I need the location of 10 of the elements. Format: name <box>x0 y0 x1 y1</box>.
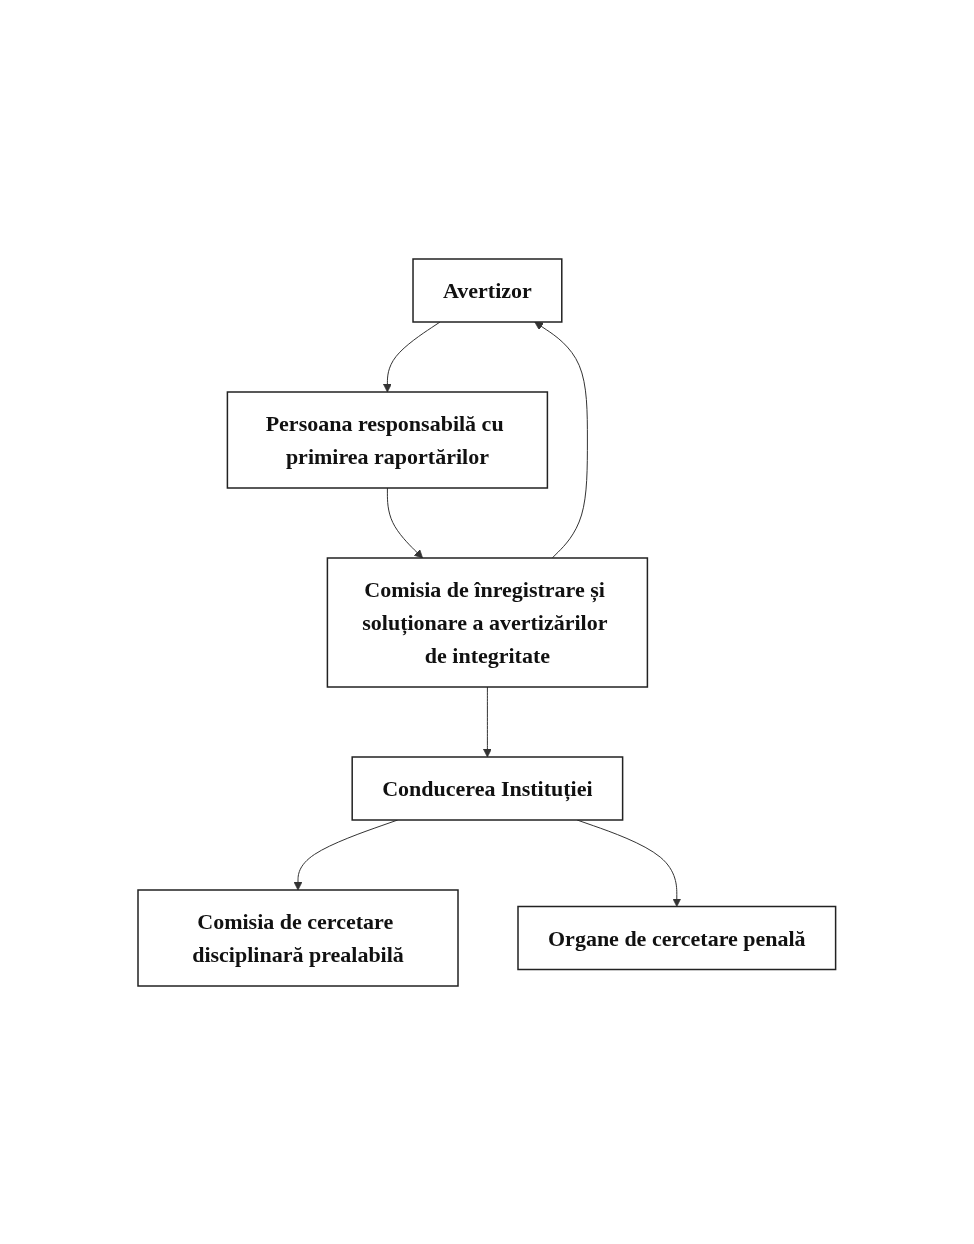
arrow <box>387 487 424 558</box>
node-box: Comisia de cercetare disciplinară prealabilă <box>137 888 459 987</box>
node-box: Comisia de înregistrare și soluționare a avertizărilor de integritate <box>326 556 649 688</box>
node-box: Avertizor <box>412 257 563 323</box>
arrow <box>383 321 441 392</box>
arrow <box>534 321 589 558</box>
node-box: Organe de cercetare penală <box>517 905 837 970</box>
node-box: Conducerea Instituției <box>351 755 624 821</box>
arrow <box>483 686 492 757</box>
node-box: Persoana responsabilă cu primirea raportărilor <box>226 390 549 489</box>
